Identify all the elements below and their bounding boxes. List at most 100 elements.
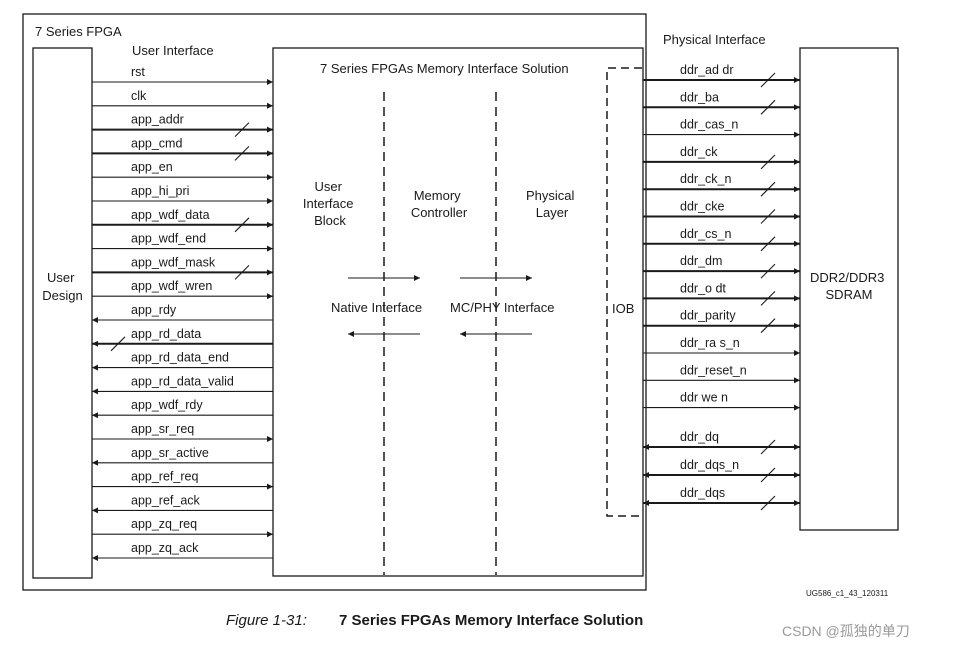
- signal-label: ddr_dqs: [680, 486, 725, 500]
- signal-ddr-cas-n: ddr_cas_n: [643, 118, 800, 138]
- signal-app-rd-data-valid: app_rd_data_valid: [92, 374, 273, 395]
- signal-app-wdf-rdy: app_wdf_rdy: [92, 398, 273, 419]
- signal-label: ddr_ad dr: [680, 63, 734, 77]
- bus-slash: [760, 236, 776, 252]
- signal-label: app_ref_req: [131, 470, 198, 484]
- bus-slash: [234, 265, 250, 280]
- signal-label: app_wdf_mask: [131, 255, 216, 269]
- signal-app-rdy: app_rdy: [92, 303, 273, 323]
- physical-layer-label: Physical Layer: [526, 188, 578, 220]
- signal-label: ddr_dm: [680, 254, 722, 268]
- signal-app-ref-req: app_ref_req: [92, 470, 273, 490]
- user-signal-list: rst clk app_addr app_cmd app_en app_hi_priapp…: [92, 65, 273, 561]
- fpga-boundary: [22, 13, 647, 591]
- signal-label: app_ref_ack: [131, 493, 201, 507]
- signal-label: app_en: [131, 160, 173, 174]
- memory-controller-label: Memory Controller: [411, 188, 468, 220]
- signal-app-wdf-wren: app_wdf_wren: [92, 279, 273, 300]
- signal-label: app_rd_data_valid: [131, 374, 234, 388]
- user-design-label: User Design: [42, 270, 82, 303]
- mis-box: [272, 47, 644, 577]
- signal-ddr-ad-dr: ddr_ad dr: [643, 63, 800, 88]
- bus-slash: [760, 467, 776, 483]
- signal-label: app_hi_pri: [131, 184, 189, 198]
- signal-app-wdf-data: app_wdf_data: [92, 208, 273, 233]
- bus-slash: [760, 72, 776, 88]
- signal-label: app_zq_req: [131, 517, 197, 531]
- signal-rst: rst: [92, 65, 273, 85]
- signal-ddr-dq: ddr_dq: [643, 430, 800, 455]
- signal-label: ddr_dq: [680, 430, 719, 444]
- signal-ddr-dm: ddr_dm: [643, 254, 800, 279]
- signal-ddr-cke: ddr_cke: [643, 200, 800, 224]
- bus-slash: [760, 439, 776, 455]
- watermark: CSDN @孤独的单刀: [782, 623, 910, 639]
- signal-label: ddr_cas_n: [680, 118, 738, 132]
- signal-app-zq-ack: app_zq_ack: [92, 541, 273, 561]
- signal-app-rd-data-end: app_rd_data_end: [92, 351, 273, 371]
- signal-label: app_rdy: [131, 303, 177, 317]
- signal-ddr-dqs: ddr_dqs: [643, 486, 800, 511]
- sdram-box: [799, 47, 899, 531]
- signal-label: ddr_ra s_n: [680, 336, 740, 350]
- signal-ddr-reset-n: ddr_reset_n: [643, 363, 800, 384]
- signal-ddr-dqs-n: ddr_dqs_n: [643, 458, 800, 483]
- signal-app-ref-ack: app_ref_ack: [92, 493, 273, 514]
- signal-ddr-ba: ddr_ba: [643, 90, 800, 115]
- signal-label: app_wdf_rdy: [131, 398, 203, 412]
- iob-region: [606, 67, 642, 517]
- bus-slash: [760, 495, 776, 511]
- mis-title: 7 Series FPGAs Memory Interface Solution: [320, 61, 569, 76]
- physical-signal-list: ddr_ad dr ddr_ba ddr_cas_n ddr_ck ddr_ck_ndd…: [643, 63, 800, 511]
- user-interface-label: User Interface: [132, 43, 214, 58]
- signal-label: app_rd_data: [131, 327, 201, 341]
- signal-label: app_addr: [131, 113, 184, 127]
- bus-slash: [760, 291, 776, 306]
- bus-slash: [760, 154, 776, 170]
- signal-ddr-cs-n: ddr_cs_n: [643, 227, 800, 252]
- signal-label: rst: [131, 65, 145, 79]
- signal-label: ddr_cs_n: [680, 227, 731, 241]
- mc-phy-interface-label: MC/PHY Interface: [450, 300, 555, 315]
- iob-label: IOB: [612, 301, 634, 316]
- signal-ddr-we-n: ddr we n: [643, 391, 800, 411]
- bus-slash: [234, 122, 250, 137]
- bus-slash: [760, 318, 776, 334]
- signal-ddr-o-dt: ddr_o dt: [643, 281, 800, 306]
- signal-ddr-ra-s-n: ddr_ra s_n: [643, 336, 800, 356]
- signal-label: ddr_reset_n: [680, 363, 747, 377]
- user-design-box: [32, 47, 93, 579]
- bus-slash: [234, 146, 250, 161]
- signal-app-hi-pri: app_hi_pri: [92, 184, 273, 204]
- fpga-label: 7 Series FPGA: [35, 24, 122, 39]
- signal-app-wdf-end: app_wdf_end: [92, 232, 273, 252]
- figure-id: UG586_c1_43_120311: [806, 589, 889, 598]
- signal-label: app_sr_active: [131, 446, 209, 460]
- bus-slash: [110, 336, 126, 352]
- user-interface-block-label: User Interface Block: [303, 179, 357, 228]
- bus-slash: [760, 181, 776, 197]
- bus-slash: [760, 209, 776, 224]
- native-interface-label: Native Interface: [331, 300, 422, 315]
- signal-app-en: app_en: [92, 160, 273, 181]
- bus-slash: [234, 217, 250, 233]
- signal-label: app_sr_req: [131, 422, 194, 436]
- physical-interface-label: Physical Interface: [663, 32, 766, 47]
- signal-label: app_cmd: [131, 136, 182, 150]
- signal-ddr-parity: ddr_parity: [643, 309, 800, 334]
- signal-app-sr-req: app_sr_req: [92, 422, 273, 442]
- signal-label: ddr_cke: [680, 200, 725, 214]
- signal-app-zq-req: app_zq_req: [92, 517, 273, 538]
- signal-label: app_zq_ack: [131, 541, 199, 555]
- signal-app-addr: app_addr: [92, 113, 273, 137]
- signal-label: clk: [131, 89, 147, 103]
- signal-label: ddr we n: [680, 391, 728, 405]
- signal-label: app_wdf_wren: [131, 279, 212, 293]
- caption-title: 7 Series FPGAs Memory Interface Solution: [339, 612, 643, 629]
- signal-label: app_rd_data_end: [131, 351, 229, 365]
- signal-label: ddr_ck: [680, 145, 718, 159]
- signal-label: ddr_ck_n: [680, 172, 731, 186]
- signal-label: app_wdf_data: [131, 208, 210, 222]
- signal-app-wdf-mask: app_wdf_mask: [92, 255, 273, 280]
- signal-ddr-ck-n: ddr_ck_n: [643, 172, 800, 197]
